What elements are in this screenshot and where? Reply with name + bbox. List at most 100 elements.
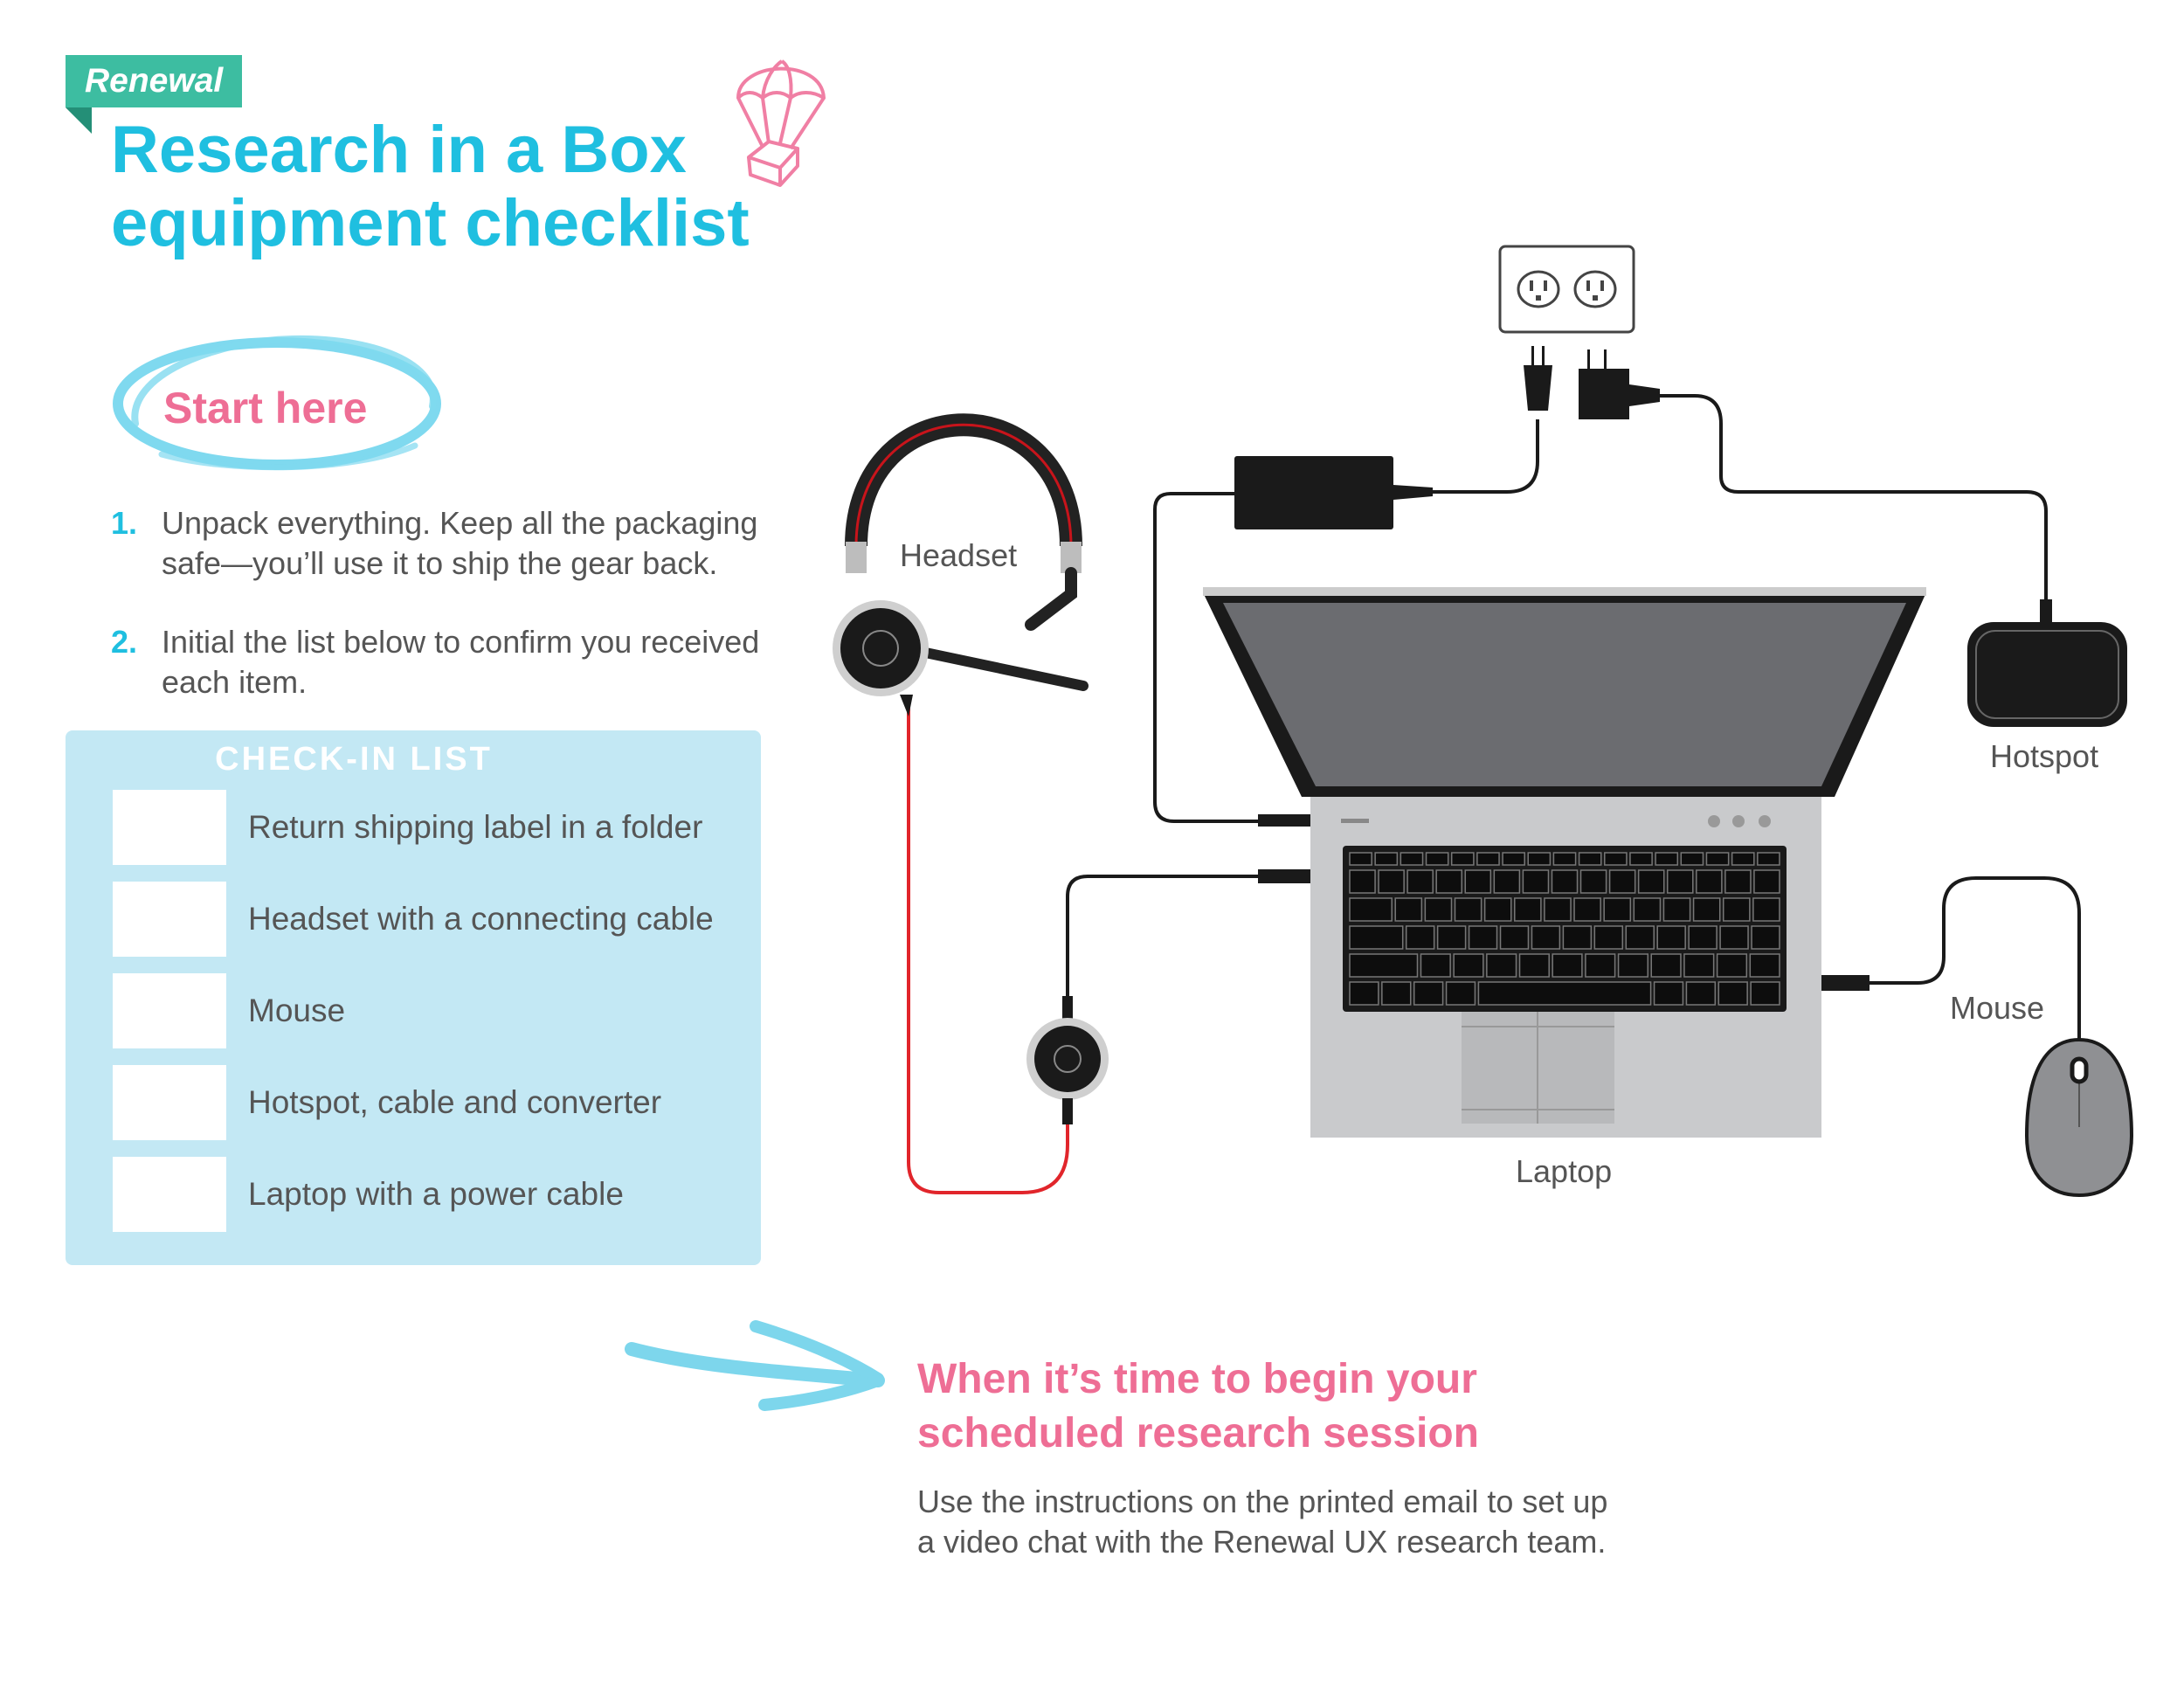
keyboard-key xyxy=(1502,852,1525,866)
keyboard-key xyxy=(1696,869,1723,894)
keyboard-key xyxy=(1445,981,1476,1006)
keyboard-key xyxy=(1486,953,1517,978)
keyboard-key xyxy=(1424,897,1453,922)
badge-fold xyxy=(66,107,92,134)
check-item: Hotspot, cable and converter xyxy=(113,1065,661,1140)
keyboard-key xyxy=(1499,925,1530,950)
keyboard-key xyxy=(1552,852,1577,866)
keyboard-key xyxy=(1650,953,1682,978)
check-item: Laptop with a power cable xyxy=(113,1157,624,1232)
keyboard-key xyxy=(1477,981,1652,1006)
mouse-label: Mouse xyxy=(1950,990,2045,1026)
laptop-icon xyxy=(1203,587,1926,1138)
keyboard-key xyxy=(1749,953,1780,978)
keyboard-key xyxy=(1551,869,1579,894)
keyboard-key xyxy=(1476,852,1500,866)
keyboard-key xyxy=(1450,852,1475,866)
keyboard-key xyxy=(1349,981,1379,1006)
step-number: 1. xyxy=(111,505,138,541)
step-text: Unpack everything. Keep all the packagin… xyxy=(162,503,766,584)
initial-box[interactable] xyxy=(113,973,226,1048)
check-item: Mouse xyxy=(113,973,345,1048)
keyboard-key xyxy=(1750,981,1780,1006)
keyboard-key xyxy=(1662,897,1691,922)
start-here-label: Start here xyxy=(163,384,368,432)
keyboard-key xyxy=(1579,869,1607,894)
laptop-label: Laptop xyxy=(1516,1153,1613,1189)
keyboard-key xyxy=(1405,925,1435,950)
parachute-box-icon xyxy=(736,59,826,187)
keyboard-key xyxy=(1656,925,1686,950)
keyboard-key xyxy=(1655,852,1679,866)
keyboard xyxy=(1349,852,1780,1006)
step-2: 2. Initial the list below to confirm you… xyxy=(111,622,766,702)
keyboard-key xyxy=(1608,869,1636,894)
check-item-label: Headset with a connecting cable xyxy=(248,901,714,937)
check-item-label: Hotspot, cable and converter xyxy=(248,1084,662,1120)
keyboard-key xyxy=(1705,852,1730,866)
keyboard-key xyxy=(1666,869,1694,894)
keyboard-key xyxy=(1757,852,1780,866)
step-1-line-1: Unpack everything. Keep all the packagin… xyxy=(162,505,758,541)
keyboard-key xyxy=(1716,953,1748,978)
keyboard-key xyxy=(1552,953,1583,978)
equipment-diagram xyxy=(833,245,2134,1198)
keyboard-key xyxy=(1688,925,1717,950)
keyboard-key xyxy=(1522,869,1550,894)
power-plug-icon xyxy=(1524,346,1660,419)
keyboard-key xyxy=(1722,897,1751,922)
keyboard-key xyxy=(1637,869,1665,894)
session-heading: When it’s time to begin your scheduled r… xyxy=(917,1352,1479,1461)
keyboard-key xyxy=(1593,925,1624,950)
keyboard-key xyxy=(1374,852,1399,866)
step-number: 2. xyxy=(111,624,138,660)
keyboard-key xyxy=(1562,925,1593,950)
arrow-icon xyxy=(625,1320,885,1411)
keyboard-key xyxy=(1724,869,1752,894)
keyboard-key xyxy=(1400,852,1424,866)
keyboard-key xyxy=(1585,953,1616,978)
keyboard-key xyxy=(1349,925,1404,950)
keyboard-key xyxy=(1454,897,1482,922)
initial-box[interactable] xyxy=(113,790,226,865)
brand-badge: Renewal xyxy=(66,55,243,107)
keyboard-key xyxy=(1629,852,1653,866)
power-brick-icon xyxy=(1234,456,1433,529)
keyboard-key xyxy=(1381,981,1412,1006)
title-line-1: Research in a Box xyxy=(111,113,687,187)
hotspot-label: Hotspot xyxy=(1990,738,2099,774)
check-in-title: CHECK-IN LIST xyxy=(215,741,493,778)
keyboard-key xyxy=(1603,897,1632,922)
headset-label: Headset xyxy=(900,537,1018,573)
keyboard-key xyxy=(1604,852,1628,866)
keyboard-key xyxy=(1753,869,1780,894)
hotspot-icon xyxy=(1967,599,2127,727)
keyboard-key xyxy=(1453,953,1484,978)
keyboard-key xyxy=(1349,852,1372,866)
keyboard-key xyxy=(1468,925,1498,950)
initial-box[interactable] xyxy=(113,1065,226,1140)
headset-icon xyxy=(833,413,1089,716)
session-instructions: Use the instructions on the printed emai… xyxy=(917,1482,1607,1562)
keyboard-key xyxy=(1493,869,1521,894)
page-title: Research in a Box equipment checklist xyxy=(111,114,750,260)
mouse-icon xyxy=(2024,1037,2134,1198)
keyboard-key xyxy=(1578,852,1602,866)
keyboard-key xyxy=(1680,852,1704,866)
check-item: Headset with a connecting cable xyxy=(113,882,714,957)
keyboard-key xyxy=(1625,925,1655,950)
check-in-list: CHECK-IN LIST Return shipping label in a… xyxy=(66,730,761,1265)
step-2-line-1: Initial the list below to confirm you re… xyxy=(162,624,760,660)
step-1: 1. Unpack everything. Keep all the packa… xyxy=(111,503,766,584)
title-line-2: equipment checklist xyxy=(111,186,750,260)
keyboard-key xyxy=(1464,869,1492,894)
keyboard-key xyxy=(1683,953,1715,978)
keyboard-key xyxy=(1514,897,1542,922)
keyboard-key xyxy=(1531,925,1561,950)
keyboard-key xyxy=(1349,953,1419,978)
initial-box[interactable] xyxy=(113,882,226,957)
keyboard-key xyxy=(1349,897,1393,922)
initial-box[interactable] xyxy=(113,1157,226,1232)
keyboard-key xyxy=(1413,981,1444,1006)
keyboard-key xyxy=(1436,925,1467,950)
